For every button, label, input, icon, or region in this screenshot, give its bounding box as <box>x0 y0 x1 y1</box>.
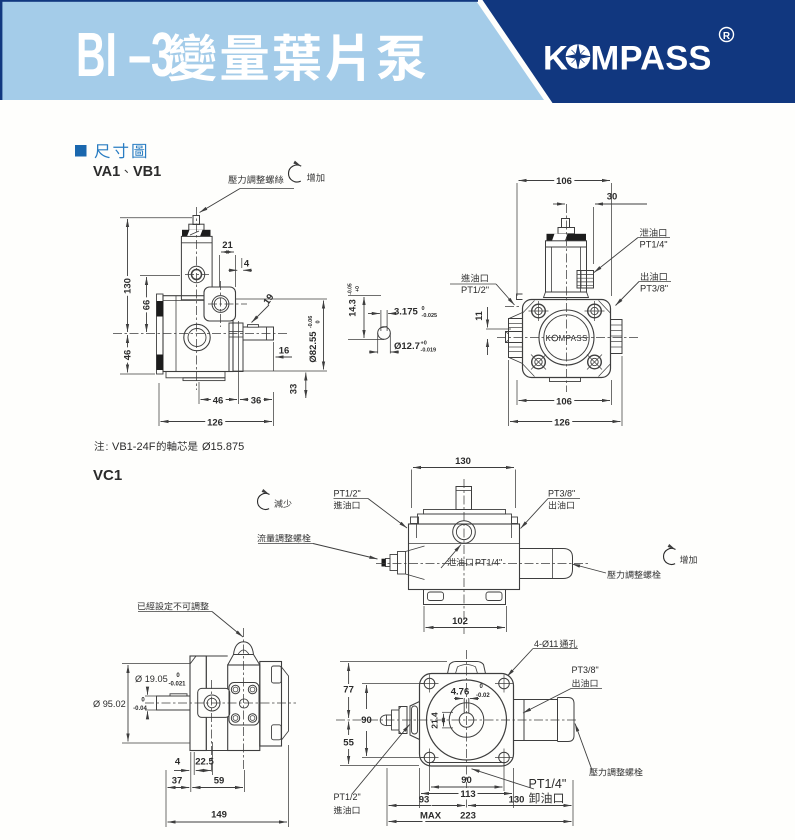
svg-text:-0.02: -0.02 <box>476 693 490 699</box>
svg-text:0: 0 <box>480 684 484 690</box>
svg-text:VB1-24F: VB1-24F <box>112 441 156 453</box>
svg-text:4: 4 <box>175 757 181 768</box>
svg-text:PT1/2": PT1/2" <box>334 792 361 802</box>
svg-text:PT1/2": PT1/2" <box>334 489 361 499</box>
svg-text:Ø 19.05: Ø 19.05 <box>135 674 168 684</box>
svg-text:22.5: 22.5 <box>195 757 214 768</box>
svg-text:0: 0 <box>316 320 322 323</box>
svg-text:113: 113 <box>460 789 475 800</box>
svg-text:0: 0 <box>176 673 180 679</box>
svg-text:-0.019: -0.019 <box>421 348 437 354</box>
svg-text:MPASS: MPASS <box>559 334 588 343</box>
svg-text:4.76: 4.76 <box>451 687 470 698</box>
svg-text:46: 46 <box>123 350 134 361</box>
svg-text:VB1: VB1 <box>133 164 161 180</box>
svg-text:PT3/8": PT3/8" <box>572 665 599 675</box>
svg-text:PT3/8": PT3/8" <box>548 489 575 499</box>
svg-text:36: 36 <box>251 396 262 407</box>
svg-text:3.175: 3.175 <box>394 307 418 318</box>
svg-text:149: 149 <box>211 810 227 821</box>
svg-text:16: 16 <box>279 346 290 357</box>
svg-text:Ø15.875: Ø15.875 <box>202 441 244 453</box>
svg-text:14.3: 14.3 <box>348 299 358 317</box>
svg-text:-0.05: -0.05 <box>348 283 354 295</box>
svg-text:106: 106 <box>556 397 572 408</box>
svg-text:130: 130 <box>509 795 525 806</box>
svg-text:102: 102 <box>452 616 468 627</box>
svg-text:PT1/4": PT1/4" <box>640 240 668 250</box>
svg-text:90: 90 <box>361 715 372 726</box>
svg-text:-0.06: -0.06 <box>308 316 314 329</box>
svg-text:0: 0 <box>141 698 145 704</box>
svg-text:11: 11 <box>474 311 484 321</box>
svg-text:PT1/4": PT1/4" <box>529 777 567 791</box>
svg-text:Ø 95.02: Ø 95.02 <box>93 699 126 709</box>
svg-text:46: 46 <box>213 396 224 407</box>
svg-text:BI –3: BI –3 <box>76 21 174 91</box>
svg-text:-0.021: -0.021 <box>168 682 186 688</box>
svg-text:223: 223 <box>460 811 476 822</box>
svg-text:93: 93 <box>419 795 430 806</box>
svg-text:55: 55 <box>343 738 354 749</box>
svg-text:PT3/8": PT3/8" <box>640 284 668 294</box>
svg-text:59: 59 <box>214 776 225 787</box>
svg-text:PT1/2": PT1/2" <box>461 285 489 295</box>
svg-text:VA1: VA1 <box>93 164 120 180</box>
svg-text:+0: +0 <box>355 286 361 292</box>
svg-text:-0.025: -0.025 <box>422 313 438 319</box>
svg-text:R: R <box>723 31 731 42</box>
svg-text:30: 30 <box>607 192 618 203</box>
svg-text:77: 77 <box>343 685 354 696</box>
svg-text:90: 90 <box>461 775 472 786</box>
svg-text:Ø82.55: Ø82.55 <box>308 331 319 363</box>
svg-text:130: 130 <box>123 278 134 294</box>
svg-text:4: 4 <box>244 259 250 270</box>
svg-text:130: 130 <box>455 456 471 467</box>
svg-text:K: K <box>543 40 568 78</box>
svg-text:MAX: MAX <box>420 811 442 822</box>
svg-text:VC1: VC1 <box>93 467 122 484</box>
svg-text:0: 0 <box>422 306 425 312</box>
svg-text:19: 19 <box>261 292 276 307</box>
svg-text:66: 66 <box>142 300 153 311</box>
svg-text:K: K <box>546 334 552 343</box>
svg-text:126: 126 <box>207 418 223 429</box>
svg-text::: : <box>106 441 109 453</box>
svg-text:106: 106 <box>556 176 572 187</box>
svg-text:PT1/4": PT1/4" <box>475 558 502 568</box>
svg-text:-0.04: -0.04 <box>133 706 147 712</box>
svg-text:33: 33 <box>289 384 300 395</box>
svg-text:21.4: 21.4 <box>430 712 440 729</box>
svg-text:21: 21 <box>222 240 233 251</box>
svg-text:37: 37 <box>172 776 183 787</box>
svg-text:4-Ø11: 4-Ø11 <box>534 639 558 649</box>
svg-text:126: 126 <box>554 418 570 429</box>
svg-text:+0: +0 <box>421 341 427 347</box>
svg-text:Ø12.7: Ø12.7 <box>394 341 420 352</box>
svg-text:MPASS: MPASS <box>591 40 712 78</box>
